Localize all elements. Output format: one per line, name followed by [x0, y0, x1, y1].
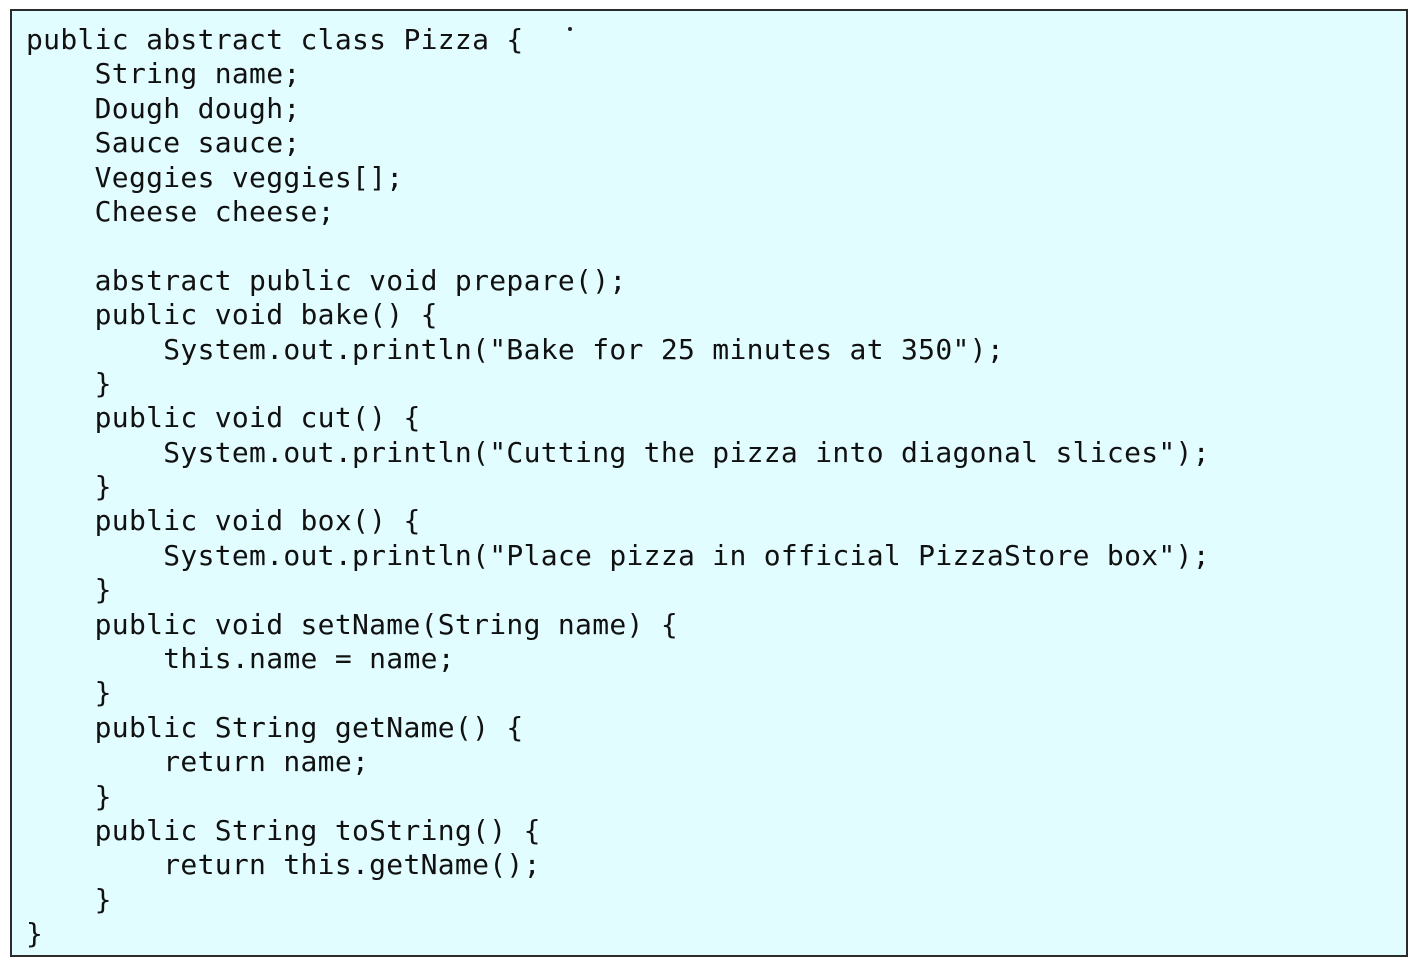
code-line-2: String name; [26, 57, 301, 91]
code-panel: public abstract class Pizza { String nam… [10, 9, 1408, 957]
code-line-1: public abstract class Pizza { [26, 23, 524, 56]
code-line-13: System.out.println("Cutting the pizza in… [26, 435, 1210, 469]
code-line-25: return this.getName(); [26, 848, 541, 882]
code-line-5: Veggies veggies[]; [26, 160, 404, 194]
code-line-23: } [26, 779, 112, 813]
code-line-19: this.name = name; [26, 642, 455, 676]
code-line-14: } [26, 470, 112, 504]
code-line-8: abstract public void prepare(); [26, 263, 627, 297]
code-line-15: public void box() { [26, 504, 421, 538]
code-line-20: } [26, 676, 112, 710]
code-line-21: public String getName() { [26, 710, 524, 744]
code-line-9: public void bake() { [26, 298, 438, 332]
code-line-11: } [26, 366, 112, 400]
code-line-24: public String toString() { [26, 813, 541, 847]
code-line-18: public void setName(String name) { [26, 607, 678, 641]
code-line-4: Sauce sauce; [26, 126, 301, 160]
code-line-10: System.out.println("Bake for 25 minutes … [26, 332, 1004, 366]
code-line-7 [26, 229, 1210, 263]
stray-dot-mark [568, 27, 572, 31]
code-block: public abstract class Pizza { String nam… [26, 23, 1210, 952]
code-line-22: return name; [26, 745, 370, 779]
code-line-27: } [26, 917, 44, 951]
code-line-12: public void cut() { [26, 401, 421, 435]
code-line-16: System.out.println("Place pizza in offic… [26, 538, 1210, 572]
code-line-6: Cheese cheese; [26, 194, 335, 228]
code-line-3: Dough dough; [26, 91, 301, 125]
code-line-26: } [26, 882, 112, 916]
code-line-17: } [26, 573, 112, 607]
